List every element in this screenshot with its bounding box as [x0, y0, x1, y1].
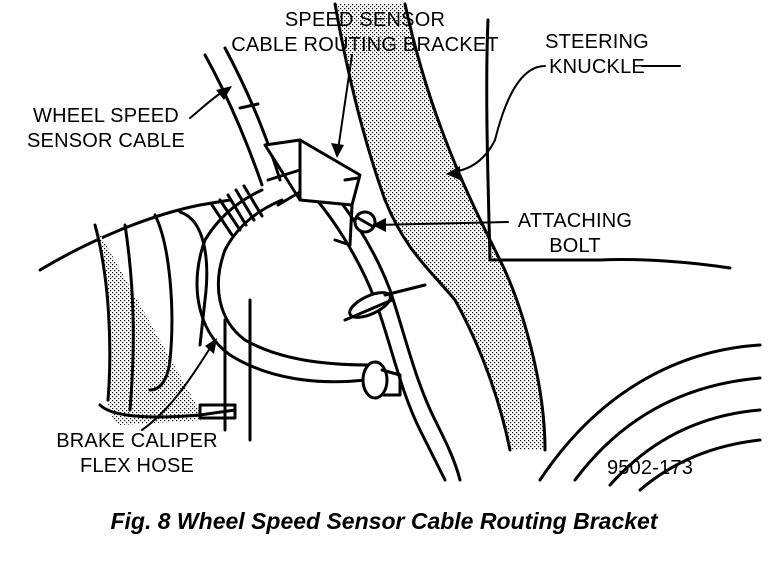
label-steering-knuckle-line2: KNUCKLE [549, 56, 645, 78]
label-wheel-speed-cable-line1: WHEEL SPEED [33, 105, 179, 127]
brake-caliper-flex-hose [195, 168, 402, 400]
label-speed-sensor-bracket-line1: SPEED SENSOR [285, 9, 445, 31]
figure-number: 9502-173 [607, 457, 693, 479]
label-brake-hose-line1: BRAKE CALIPER [56, 430, 218, 452]
figure-caption: Fig. 8 Wheel Speed Sensor Cable Routing … [110, 508, 658, 534]
label-brake-hose-line2: FLEX HOSE [80, 455, 194, 477]
wheel-rotor [538, 343, 762, 492]
leader-arrowheads [205, 86, 460, 354]
label-attaching-bolt-line2: BOLT [549, 235, 601, 257]
leader-lines [141, 54, 681, 431]
attaching-bolt [353, 210, 377, 234]
cable-clip [343, 283, 427, 322]
label-speed-sensor-bracket-line2: CABLE ROUTING BRACKET [231, 34, 499, 56]
leader-attaching-bolt [377, 221, 509, 226]
label-wheel-speed-cable-line2: SENSOR CABLE [27, 130, 185, 152]
leader-brake-hose [141, 344, 213, 431]
cable-routing-bracket [263, 138, 362, 247]
label-steering-knuckle-line1: STEERING [545, 31, 649, 53]
leader-bracket [337, 54, 353, 151]
steering-knuckle [333, 2, 732, 452]
leader-steering-knuckle [451, 65, 546, 173]
label-attaching-bolt-line1: ATTACHING [518, 210, 632, 232]
brake-caliper-body [38, 198, 252, 442]
